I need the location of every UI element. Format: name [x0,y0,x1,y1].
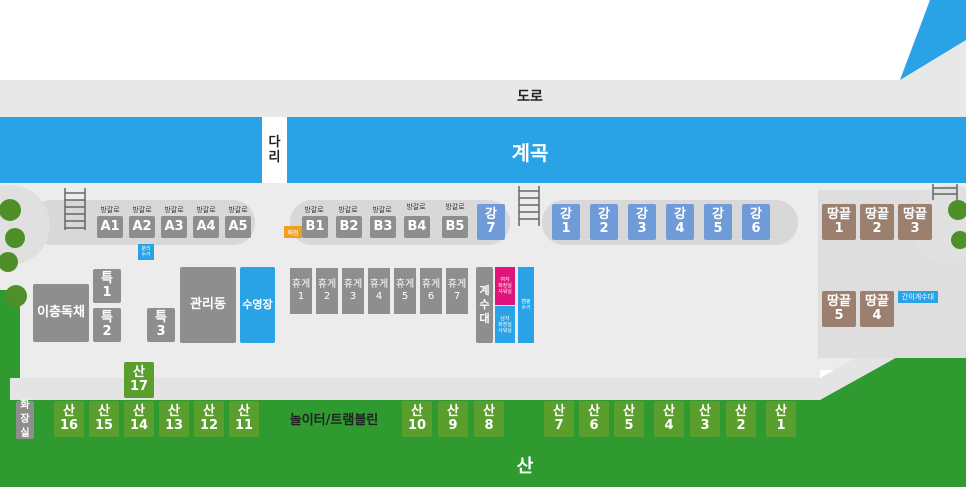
trees-right [948,200,966,249]
bungalow-tag: 방갈로 [304,206,324,214]
site-san-1[interactable]: 산 1 [766,401,796,437]
womens-restroom-label: 여자 화장실 샤워실 [498,277,512,295]
site-san-15[interactable]: 산 15 [89,401,119,437]
site-ddang-3[interactable]: 땅끝 3 [898,204,932,240]
site-san-9[interactable]: 산 9 [438,401,468,437]
bungalow-tag: 방갈로 [132,206,152,214]
site-gang-5[interactable]: 강 5 [704,204,732,240]
mens-restroom[interactable]: 남자 화장실 샤워실 [495,306,515,343]
shop[interactable]: 매점 [284,226,302,238]
site-san-8[interactable]: 산 8 [474,401,504,437]
site-a4[interactable]: A4 [193,216,219,238]
site-b4[interactable]: B4 [404,216,430,238]
site-san-14[interactable]: 산 14 [124,401,154,437]
wash-station[interactable]: 계 수 대 [476,267,493,343]
recycle-small: 분리 수거 [138,244,154,260]
toilet[interactable]: 화장실 [16,400,34,439]
site-san-11[interactable]: 산 11 [229,401,259,437]
office-building[interactable]: 관리동 [180,267,236,343]
stream-right [287,117,966,183]
site-gang-2[interactable]: 강 2 [590,204,618,240]
site-san-2[interactable]: 산 2 [726,401,756,437]
site-b5[interactable]: B5 [442,216,468,238]
womens-restroom[interactable]: 여자 화장실 샤워실 [495,267,515,305]
site-a3[interactable]: A3 [161,216,187,238]
bungalow-tag: 방갈로 [228,206,248,214]
site-san-10[interactable]: 산 10 [402,401,432,437]
rest-area-2[interactable]: 휴게 2 [316,268,338,314]
recycle-small-label: 분리 수거 [141,246,151,258]
recycle-point-label: 캠핑 수거 [521,299,531,311]
site-ddang-2[interactable]: 땅끝 2 [860,204,894,240]
swimming-pool[interactable]: 수영장 [240,267,275,343]
rest-area-1[interactable]: 휴게 1 [290,268,312,314]
stairs-left [64,188,86,230]
site-san-17[interactable]: 산 17 [124,362,154,398]
stairs-middle [518,186,540,226]
site-san-3[interactable]: 산 3 [690,401,720,437]
site-san-13[interactable]: 산 13 [159,401,189,437]
site-teuk-3[interactable]: 특 3 [147,308,175,342]
site-a5[interactable]: A5 [225,216,251,238]
mens-restroom-label: 남자 화장실 샤워실 [498,315,512,334]
bungalow-tag: 방갈로 [196,206,216,214]
rest-area-7[interactable]: 휴게 7 [446,268,468,314]
road-area [0,40,966,120]
bridge-label: 다 리 [268,135,281,165]
site-ddang-1[interactable]: 땅끝 1 [822,204,856,240]
bungalow-tag: 방갈로 [338,206,358,214]
site-gang-6[interactable]: 강 6 [742,204,770,240]
site-teuk-2[interactable]: 특 2 [93,308,121,342]
road-label: 도로 [517,89,543,105]
rest-area-4[interactable]: 휴게 4 [368,268,390,314]
rest-area-5[interactable]: 휴게 5 [394,268,416,314]
site-ddang-5[interactable]: 땅끝 5 [822,291,856,327]
playground-label: 놀이터/트램블린 [289,412,379,428]
site-a1[interactable]: A1 [97,216,123,238]
site-san-6[interactable]: 산 6 [579,401,609,437]
stream-left [0,117,262,183]
simple-sink: 간이개수대 [898,291,938,303]
site-b2[interactable]: B2 [336,216,362,238]
bungalow-tag: 방갈로 [445,203,465,211]
bungalow-tag: 방갈로 [164,206,184,214]
site-gang-1[interactable]: 강 1 [552,204,580,240]
rest-area-6[interactable]: 휴게 6 [420,268,442,314]
site-san-12[interactable]: 산 12 [194,401,224,437]
bridge-gap [262,117,287,183]
site-san-16[interactable]: 산 16 [54,401,84,437]
mountain-label: 산 [516,456,534,477]
bungalow-tag: 방갈로 [372,206,392,214]
site-b3[interactable]: B3 [370,216,396,238]
recycle-point[interactable]: 캠핑 수거 [518,267,534,343]
stream-label: 계곡 [511,140,549,165]
site-san-7[interactable]: 산 7 [544,401,574,437]
site-gang-7[interactable]: 강 7 [477,204,505,240]
rest-area-3[interactable]: 휴게 3 [342,268,364,314]
site-b1[interactable]: B1 [302,216,328,238]
site-gang-4[interactable]: 강 4 [666,204,694,240]
site-a2[interactable]: A2 [129,216,155,238]
stairs-right [932,184,958,200]
site-san-5[interactable]: 산 5 [614,401,644,437]
lower-lane [10,310,946,400]
bungalow-tag: 방갈로 [100,206,120,214]
trees-left [0,199,27,307]
bungalow-tag: 방갈로 [406,203,426,211]
site-gang-3[interactable]: 강 3 [628,204,656,240]
two-storey-house[interactable]: 이층독채 [33,284,89,342]
site-ddang-4[interactable]: 땅끝 4 [860,291,894,327]
site-teuk-1[interactable]: 특 1 [93,269,121,303]
site-san-4[interactable]: 산 4 [654,401,684,437]
